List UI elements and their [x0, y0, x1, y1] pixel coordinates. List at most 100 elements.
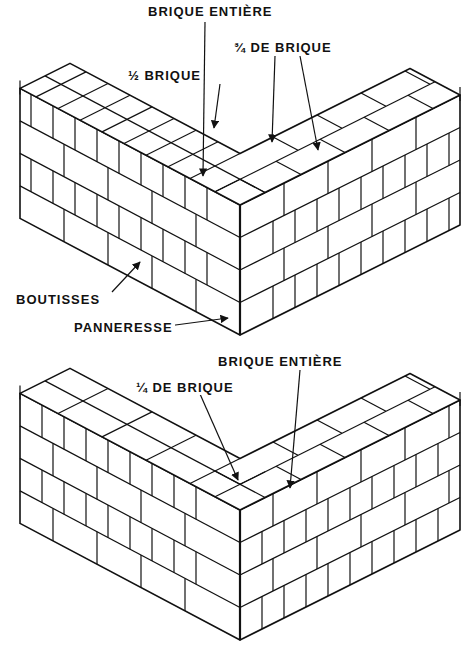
brick-joint [261, 532, 262, 565]
brick-joint [360, 177, 361, 210]
brick-joint [415, 520, 416, 553]
brick-joint [437, 509, 438, 542]
brick-joint [215, 387, 435, 497]
brick-joint [316, 264, 317, 297]
brick-joint [52, 508, 53, 541]
brick-joint [124, 119, 174, 144]
brick-joint [294, 275, 295, 308]
brick-joint [360, 242, 361, 275]
brick-joint [382, 231, 383, 264]
brick-joint [215, 179, 240, 192]
brick-joint [118, 141, 119, 174]
brick-joint [140, 490, 141, 523]
brick-joint [129, 452, 130, 485]
brick-joint [415, 182, 416, 215]
brick-joint [240, 472, 265, 485]
brick-joint [85, 493, 86, 526]
label-text: BRIQUE ENTIÈRE [216, 354, 345, 369]
brick-joint [74, 118, 75, 151]
brick-joint [190, 459, 240, 484]
brick-joint [294, 210, 295, 243]
brick-joint [261, 597, 262, 630]
brick-joint [327, 161, 328, 194]
brick-joint [361, 93, 386, 106]
brick-joint [63, 417, 64, 450]
brick-joint [85, 428, 86, 461]
label-text: BOUTISSES [14, 292, 102, 307]
brick-joint [349, 488, 350, 521]
brick-joint [448, 198, 449, 231]
brick-joint [371, 139, 372, 172]
brick-joint [36, 72, 86, 97]
label-text: BRIQUE ENTIÈRE [146, 4, 275, 19]
wall-face [20, 63, 460, 205]
brick-joint [184, 176, 185, 209]
brick-joint [240, 179, 265, 192]
brick-joint [107, 440, 108, 473]
brick-joint [118, 206, 119, 239]
brick-joint [41, 470, 42, 503]
brick-joint [215, 471, 240, 484]
brick-joint [283, 586, 284, 619]
brick-joint [272, 494, 273, 527]
brick-joint [437, 444, 438, 477]
brick-joint [162, 229, 163, 262]
brick-joint [338, 253, 339, 286]
brick-joint [96, 194, 97, 227]
brick-joint [173, 475, 174, 508]
brick-joint [107, 233, 108, 266]
brick-joint [393, 466, 394, 499]
brick-joint [240, 433, 460, 543]
brick-joint [426, 144, 427, 177]
brick-joint [52, 106, 53, 138]
label-text: ¾ DE BRIQUE [232, 40, 334, 55]
brick-joint [305, 510, 306, 543]
brick-joint [364, 422, 389, 435]
brick-joint [448, 406, 449, 439]
brick-joint [317, 420, 342, 433]
brick-joint [19, 80, 20, 94]
brick-joint [195, 214, 196, 247]
brick-joint [448, 133, 449, 166]
brick-joint [140, 153, 141, 186]
brick-joint [382, 166, 383, 199]
brick-joint [272, 559, 273, 592]
brick-joint [184, 513, 185, 546]
brick-joint [30, 159, 31, 192]
brick-joint [404, 220, 405, 253]
brick-joint [404, 428, 405, 461]
brick-joint [45, 381, 265, 498]
brick-joint [448, 471, 449, 504]
brick-joint [58, 389, 108, 414]
brick-joint [408, 400, 433, 413]
brick-joint [459, 392, 460, 406]
brick-joint [102, 107, 152, 132]
brick-joint [360, 450, 361, 483]
brick-joint [20, 491, 240, 608]
brick-joint [316, 537, 317, 570]
label-text: PANNERESSE [72, 320, 175, 335]
brick-joint [316, 199, 317, 232]
brick-joint [317, 115, 342, 128]
brick-joint [80, 95, 130, 120]
brick-joint [320, 139, 345, 152]
label-text: ½ BRIQUE [126, 68, 203, 83]
brick-joint [45, 76, 265, 193]
brick-joint [30, 94, 31, 127]
label-text: ¼ DE BRIQUE [134, 380, 236, 395]
brick-joint [41, 405, 42, 438]
brick-joint [283, 183, 284, 216]
brick-joint [327, 564, 328, 597]
brick-joint [364, 117, 389, 130]
brick-joint [58, 84, 108, 109]
leader-lines [112, 22, 318, 488]
brick-joint [327, 499, 328, 532]
brick-joint [459, 87, 460, 101]
brick-joint [206, 188, 207, 221]
brick-joint [96, 129, 97, 162]
brick-joint [107, 505, 108, 538]
brick-joint [276, 466, 301, 479]
wall-corner-bottom [20, 368, 460, 640]
brick-joint [404, 155, 405, 188]
